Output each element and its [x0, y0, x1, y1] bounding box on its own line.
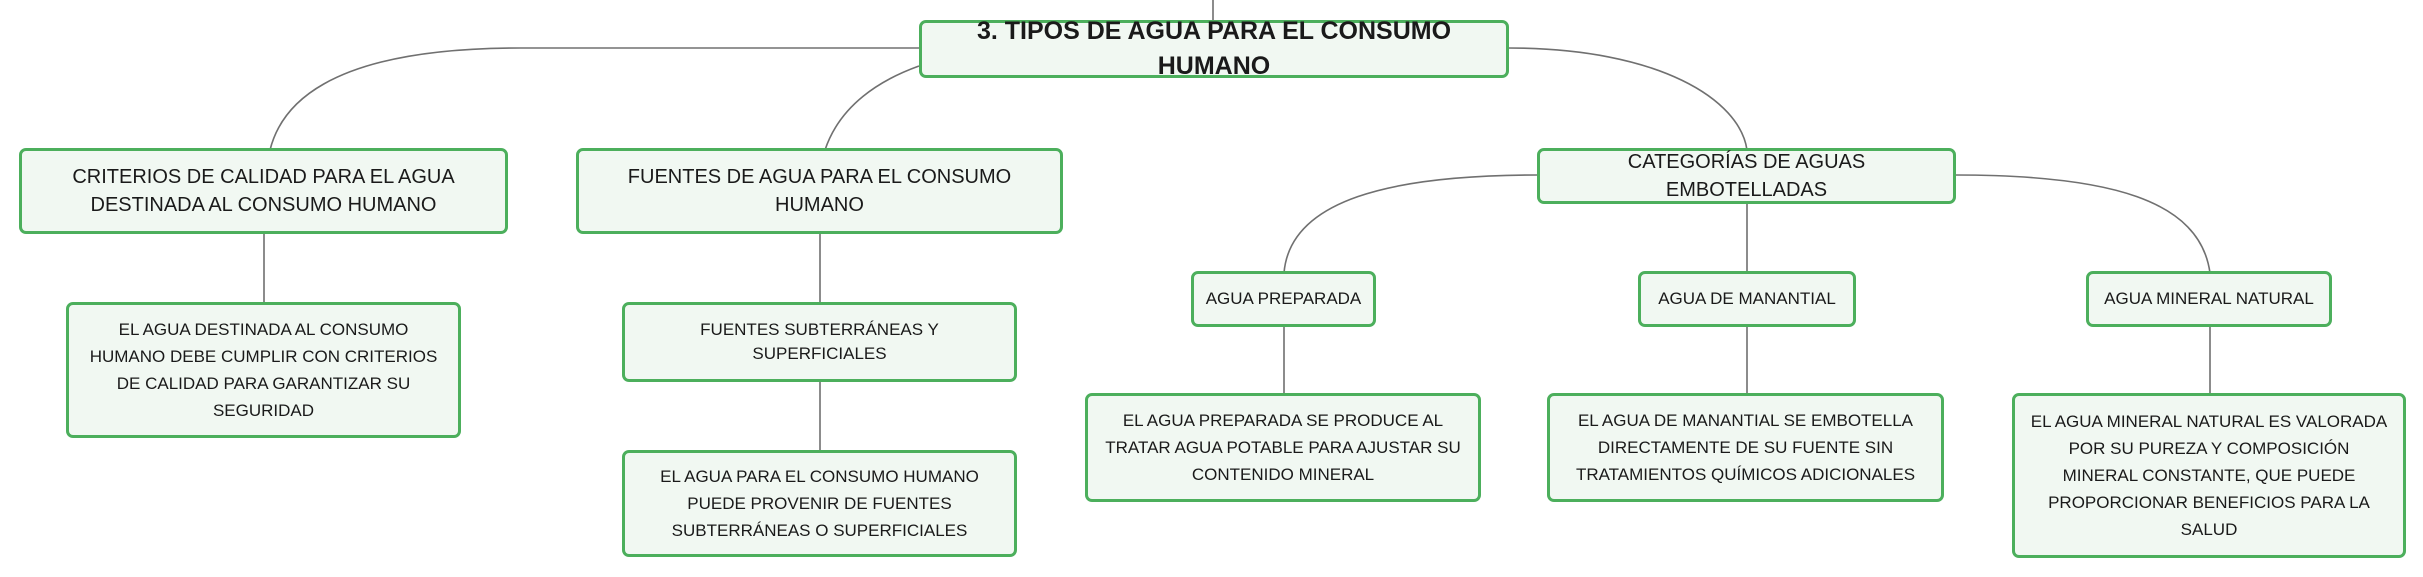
detail-agua-mineral-natural[interactable]: EL AGUA MINERAL NATURAL ES VALORADA POR … [2012, 393, 2406, 558]
topic-fuentes-subterraneas[interactable]: FUENTES SUBTERRÁNEAS Y SUPERFICIALES [622, 302, 1017, 382]
connector-categorias-preparada [1283, 174, 1539, 274]
connector-root-fuentes [824, 65, 920, 151]
connector-root-criterios [269, 47, 919, 151]
detail-fuentes-agua-text: EL AGUA PARA EL CONSUMO HUMANO PUEDE PRO… [660, 466, 979, 541]
detail-agua-preparada[interactable]: EL AGUA PREPARADA SE PRODUCE AL TRATAR A… [1085, 393, 1481, 502]
topic-fuentes-agua-label: FUENTES DE AGUA PARA EL CONSUMO HUMANO [627, 166, 1012, 216]
connector-categorias-mineral [1954, 174, 2211, 274]
detail-agua-mineral-natural-text: EL AGUA MINERAL NATURAL ES VALORADA POR … [2030, 411, 2388, 540]
topic-agua-mineral-natural[interactable]: AGUA MINERAL NATURAL [2086, 271, 2332, 327]
topic-categorias-embotelladas-label: CATEGORÍAS DE AGUAS EMBOTELLADAS [1627, 151, 1866, 201]
detail-fuentes-agua[interactable]: EL AGUA PARA EL CONSUMO HUMANO PUEDE PRO… [622, 450, 1017, 557]
root-topic[interactable]: 3. TIPOS DE AGUA PARA EL CONSUMO HUMANO [919, 17, 1509, 80]
topic-criterios-calidad-label: CRITERIOS DE CALIDAD PARA EL AGUA DESTIN… [72, 166, 455, 216]
detail-agua-preparada-text: EL AGUA PREPARADA SE PRODUCE AL TRATAR A… [1105, 410, 1461, 485]
topic-agua-preparada-label: AGUA PREPARADA [1205, 289, 1362, 309]
topic-fuentes-subterraneas-label: FUENTES SUBTERRÁNEAS Y SUPERFICIALES [700, 320, 939, 363]
topic-agua-manantial[interactable]: AGUA DE MANANTIAL [1638, 271, 1856, 327]
topic-agua-manantial-label: AGUA DE MANANTIAL [1658, 289, 1836, 309]
topic-agua-mineral-natural-label: AGUA MINERAL NATURAL [2104, 289, 2314, 309]
topic-agua-preparada[interactable]: AGUA PREPARADA [1191, 271, 1376, 327]
detail-criterios-calidad[interactable]: EL AGUA DESTINADA AL CONSUMO HUMANO DEBE… [66, 302, 461, 438]
topic-fuentes-agua[interactable]: FUENTES DE AGUA PARA EL CONSUMO HUMANO [576, 148, 1063, 234]
connector-root-categorias [1507, 47, 1748, 151]
topic-criterios-calidad[interactable]: CRITERIOS DE CALIDAD PARA EL AGUA DESTIN… [19, 148, 508, 234]
topic-categorias-embotelladas[interactable]: CATEGORÍAS DE AGUAS EMBOTELLADAS [1537, 148, 1956, 204]
detail-agua-manantial-text: EL AGUA DE MANANTIAL SE EMBOTELLA DIRECT… [1575, 410, 1916, 485]
root-topic-label: 3. TIPOS DE AGUA PARA EL CONSUMO HUMANO [976, 17, 1452, 80]
detail-agua-manantial[interactable]: EL AGUA DE MANANTIAL SE EMBOTELLA DIRECT… [1547, 393, 1944, 502]
detail-criterios-calidad-text: EL AGUA DESTINADA AL CONSUMO HUMANO DEBE… [89, 319, 438, 421]
